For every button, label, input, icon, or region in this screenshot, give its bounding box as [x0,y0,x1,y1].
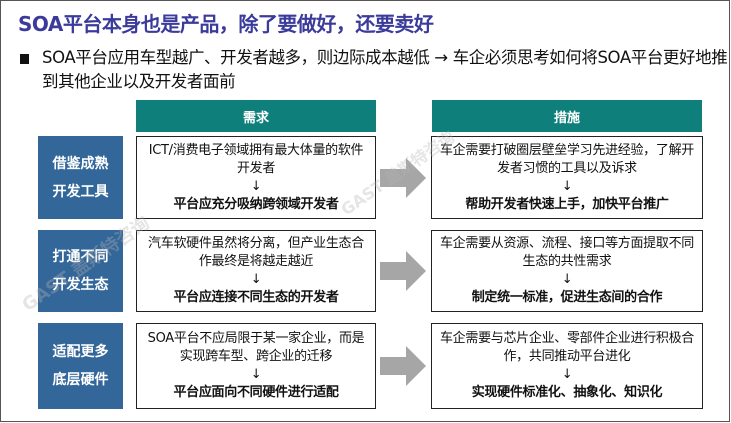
row-label-line1: 适配更多 [52,344,109,360]
right-arrow-icon [380,346,426,386]
down-arrow-icon: ↓ [561,178,573,194]
bullet-point: SOA平台应用车型越广、开发者越多，则边际成本越低 → 车企必须思考如何将SOA… [18,46,728,94]
row-label: 借鉴成熟 开发工具 [38,136,123,219]
demand-text: ICT/消费电子领域拥有最大体量的软件开发者 [148,142,364,176]
row-label-line2: 底层硬件 [52,372,109,388]
row-label: 适配更多 底层硬件 [38,323,123,409]
measure-box: 车企需要与芯片企业、零部件企业进行积极合作，共同推动平台进化 ↓ 实现硬件标准化… [431,323,703,409]
row-label: 打通不同 开发生态 [38,230,123,312]
row-label-line1: 打通不同 [52,249,109,265]
measure-result: 实现硬件标准化、抽象化、知识化 [471,385,663,400]
header-demand: 需求 [136,100,376,132]
down-arrow-icon: ↓ [561,272,573,287]
demand-result: 平台应充分吸纳跨领域开发者 [173,196,339,212]
bullet-text: SOA平台应用车型越广、开发者越多，则边际成本越低 → 车企必须思考如何将SOA… [42,48,728,91]
demand-result: 平台应连接不同生态的开发者 [173,290,339,305]
down-arrow-icon: ↓ [561,367,573,382]
right-arrow-icon [380,251,426,291]
demand-box: 汽车软硬件虽然将分离，但产业生态合作最终是将越走越近 ↓ 平台应连接不同生态的开… [136,230,376,312]
header-measures: 措施 [432,100,702,132]
down-arrow-icon: ↓ [250,367,262,382]
row-label-line1: 借鉴成熟 [52,155,109,172]
measure-result: 制定统一标准，促进生态间的合作 [471,290,663,305]
down-arrow-icon: ↓ [250,178,262,194]
demand-box: SOA平台不应局限于某一家企业，而是实现跨车型、跨企业的迁移 ↓ 平台应面向不同… [136,323,376,409]
measure-text: 车企需要打破圈层壁垒学习先进经验，了解开发者习惯的工具以及诉求 [439,142,694,176]
right-arrow-icon [380,157,426,198]
row-label-line2: 开发生态 [52,277,109,293]
measure-result: 帮助开发者快速上手，加快平台推广 [465,196,669,212]
measure-text: 车企需要与芯片企业、零部件企业进行积极合作，共同推动平台进化 [439,331,694,364]
slide-title: SOA平台本身也是产品，除了要做好，还要卖好 [18,12,434,36]
down-arrow-icon: ↓ [250,272,262,287]
demand-result: 平台应面向不同硬件进行适配 [173,385,339,400]
bullet-square-icon [20,54,29,64]
demand-text: 汽车软硬件虽然将分离，但产业生态合作最终是将越走越近 [148,236,364,269]
row-label-line2: 开发工具 [52,183,109,200]
measure-text: 车企需要从资源、流程、接口等方面提取不同生态的共性需求 [439,236,694,269]
measure-box: 车企需要从资源、流程、接口等方面提取不同生态的共性需求 ↓ 制定统一标准，促进生… [431,230,703,312]
demand-text: SOA平台不应局限于某一家企业，而是实现跨车型、跨企业的迁移 [147,331,365,364]
measure-box: 车企需要打破圈层壁垒学习先进经验，了解开发者习惯的工具以及诉求 ↓ 帮助开发者快… [431,136,703,219]
demand-box: ICT/消费电子领域拥有最大体量的软件开发者 ↓ 平台应充分吸纳跨领域开发者 [136,136,376,219]
